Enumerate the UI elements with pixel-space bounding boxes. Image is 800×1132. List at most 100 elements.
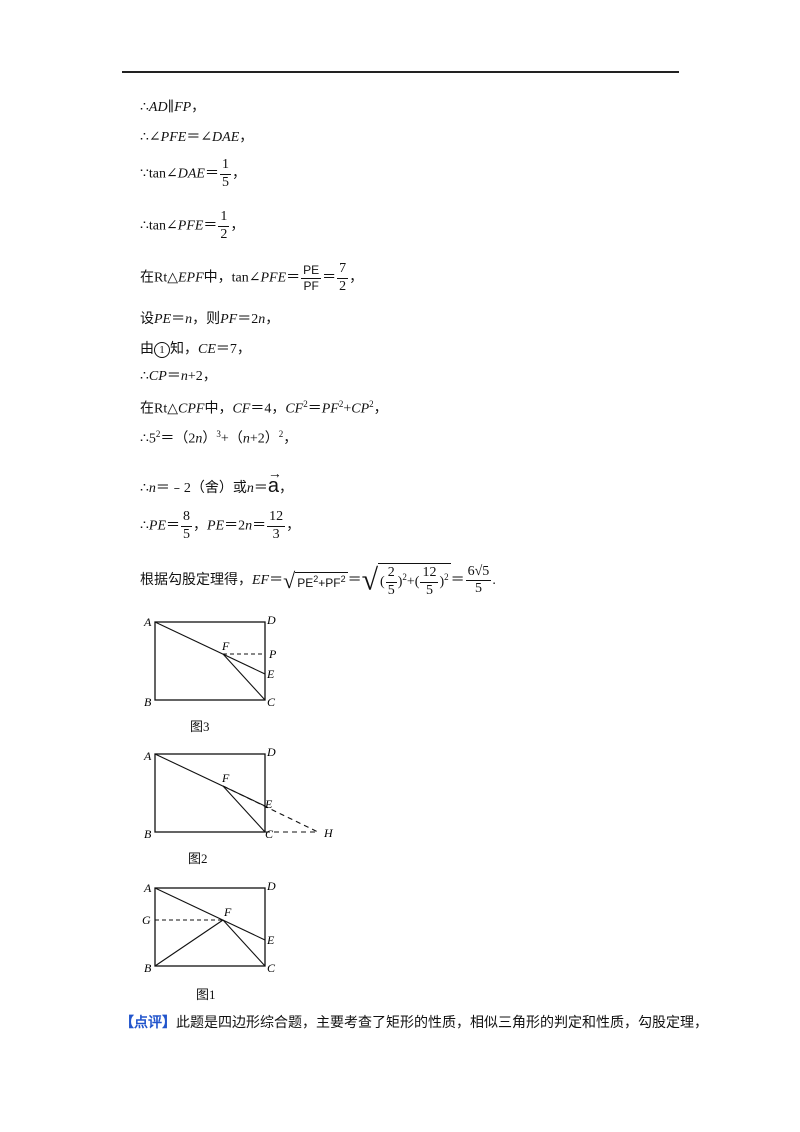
label-a: A xyxy=(143,749,152,763)
equals: ＝ xyxy=(450,572,465,588)
text: ＝（2 xyxy=(160,431,196,447)
equals: ＝ xyxy=(171,312,186,327)
comment-text: 此题是四边形综合题，主要考查了矩形的性质，相似三角形的判定和性质，勾股定理， xyxy=(176,1016,708,1031)
label-f: F xyxy=(221,771,230,785)
therefore-symbol: ∴ xyxy=(140,100,149,115)
therefore-symbol: ∴ xyxy=(140,130,149,145)
numerator: 7 xyxy=(337,261,349,279)
text: +（ xyxy=(220,431,243,447)
text: ) xyxy=(439,574,445,590)
text: 根据勾股定理得， xyxy=(140,572,252,588)
comment-line: 【点评】此题是四边形综合题，主要考查了矩形的性质，相似三角形的判定和性质，勾股定… xyxy=(120,1017,708,1031)
segment-ae xyxy=(154,753,266,807)
exponent: 2 xyxy=(313,574,319,585)
radical-sign: √ xyxy=(361,563,379,597)
rectangle-abcd xyxy=(154,753,266,833)
angle-symbol: ∠ xyxy=(200,130,213,145)
math-var: EPF xyxy=(178,270,204,286)
numerator: 1 xyxy=(219,157,231,175)
numerator: 8 xyxy=(181,509,193,527)
label-e: E xyxy=(266,667,275,681)
text: +PF xyxy=(318,576,341,591)
square-root: √PE2+PF2 xyxy=(283,569,348,592)
label-e: E xyxy=(266,933,275,947)
math-var: n xyxy=(242,431,250,447)
exponent: 2 xyxy=(278,429,284,439)
arrow-icon: → xyxy=(267,465,282,481)
math-var: PFE xyxy=(160,130,187,145)
label-p: P xyxy=(268,647,277,661)
label-c: C xyxy=(267,961,276,975)
equals: ＝ xyxy=(347,572,362,588)
text: +2） xyxy=(249,431,279,447)
denominator: 2 xyxy=(339,278,347,294)
numerator: PE xyxy=(301,263,322,279)
equals: ＝ xyxy=(186,130,201,145)
text: 在Rt△ xyxy=(140,401,178,417)
text: ( xyxy=(380,574,385,590)
label-a: A xyxy=(143,881,152,895)
text: ) xyxy=(397,574,403,590)
text: ） xyxy=(202,431,217,447)
label-c: C xyxy=(267,695,276,709)
math-var: n xyxy=(246,481,254,496)
math-var: AD xyxy=(148,100,168,115)
math-var: PFE xyxy=(260,270,287,286)
text: PE xyxy=(297,576,314,591)
punct: ， xyxy=(286,518,301,534)
math-var: FP xyxy=(174,100,192,115)
numerator: 6√5 xyxy=(465,564,492,582)
label-c: C xyxy=(265,827,274,841)
label-d: D xyxy=(266,613,276,627)
label-f: F xyxy=(223,905,232,919)
denominator: 3 xyxy=(272,526,280,542)
math-var: n xyxy=(148,481,156,496)
punct: ， xyxy=(279,481,294,496)
math-var: DAE xyxy=(177,166,205,182)
figure-1-caption: 图1 xyxy=(196,987,216,1002)
equals: ＝ xyxy=(253,481,268,496)
text: ＝4， xyxy=(250,401,286,417)
punct: ， xyxy=(349,270,364,286)
denominator: 5 xyxy=(183,526,191,542)
punct: . xyxy=(492,572,496,588)
punct: ， xyxy=(193,518,208,534)
therefore-symbol: ∴ xyxy=(140,518,149,534)
numerator: 1 xyxy=(218,209,230,227)
punct: ， xyxy=(231,166,246,182)
text: +2， xyxy=(187,369,217,384)
math-var: CF xyxy=(285,401,304,417)
math-var: EF xyxy=(252,572,270,588)
equals: ＝ xyxy=(252,518,267,534)
proof-line-11: ∴n＝﹣2（舍）或n＝→a， xyxy=(140,465,294,497)
therefore-symbol: ∴ xyxy=(140,481,149,496)
text: ，则 xyxy=(192,312,221,327)
label-e: E xyxy=(264,797,273,811)
segment-fc xyxy=(222,785,266,833)
proof-line-2: ∴∠PFE＝∠DAE， xyxy=(140,131,253,145)
denominator: 5 xyxy=(221,174,229,190)
punct: ， xyxy=(265,312,280,327)
segment-fc xyxy=(222,919,266,967)
label-b: B xyxy=(144,695,152,709)
math-var: PFE xyxy=(177,218,204,234)
exponent: 2 xyxy=(369,399,374,409)
because-symbol: ∵ xyxy=(140,166,149,182)
rectangle-abcd xyxy=(154,887,266,967)
denominator: 2 xyxy=(220,226,228,242)
proof-line-9: 在Rt△CPF中，CF＝4，CF2＝PF2+CP2， xyxy=(140,400,388,417)
numerator: 2 xyxy=(385,565,397,583)
vector-symbol: a xyxy=(267,475,280,497)
therefore-symbol: ∴ xyxy=(140,369,149,384)
equals: ＝ xyxy=(203,218,218,234)
